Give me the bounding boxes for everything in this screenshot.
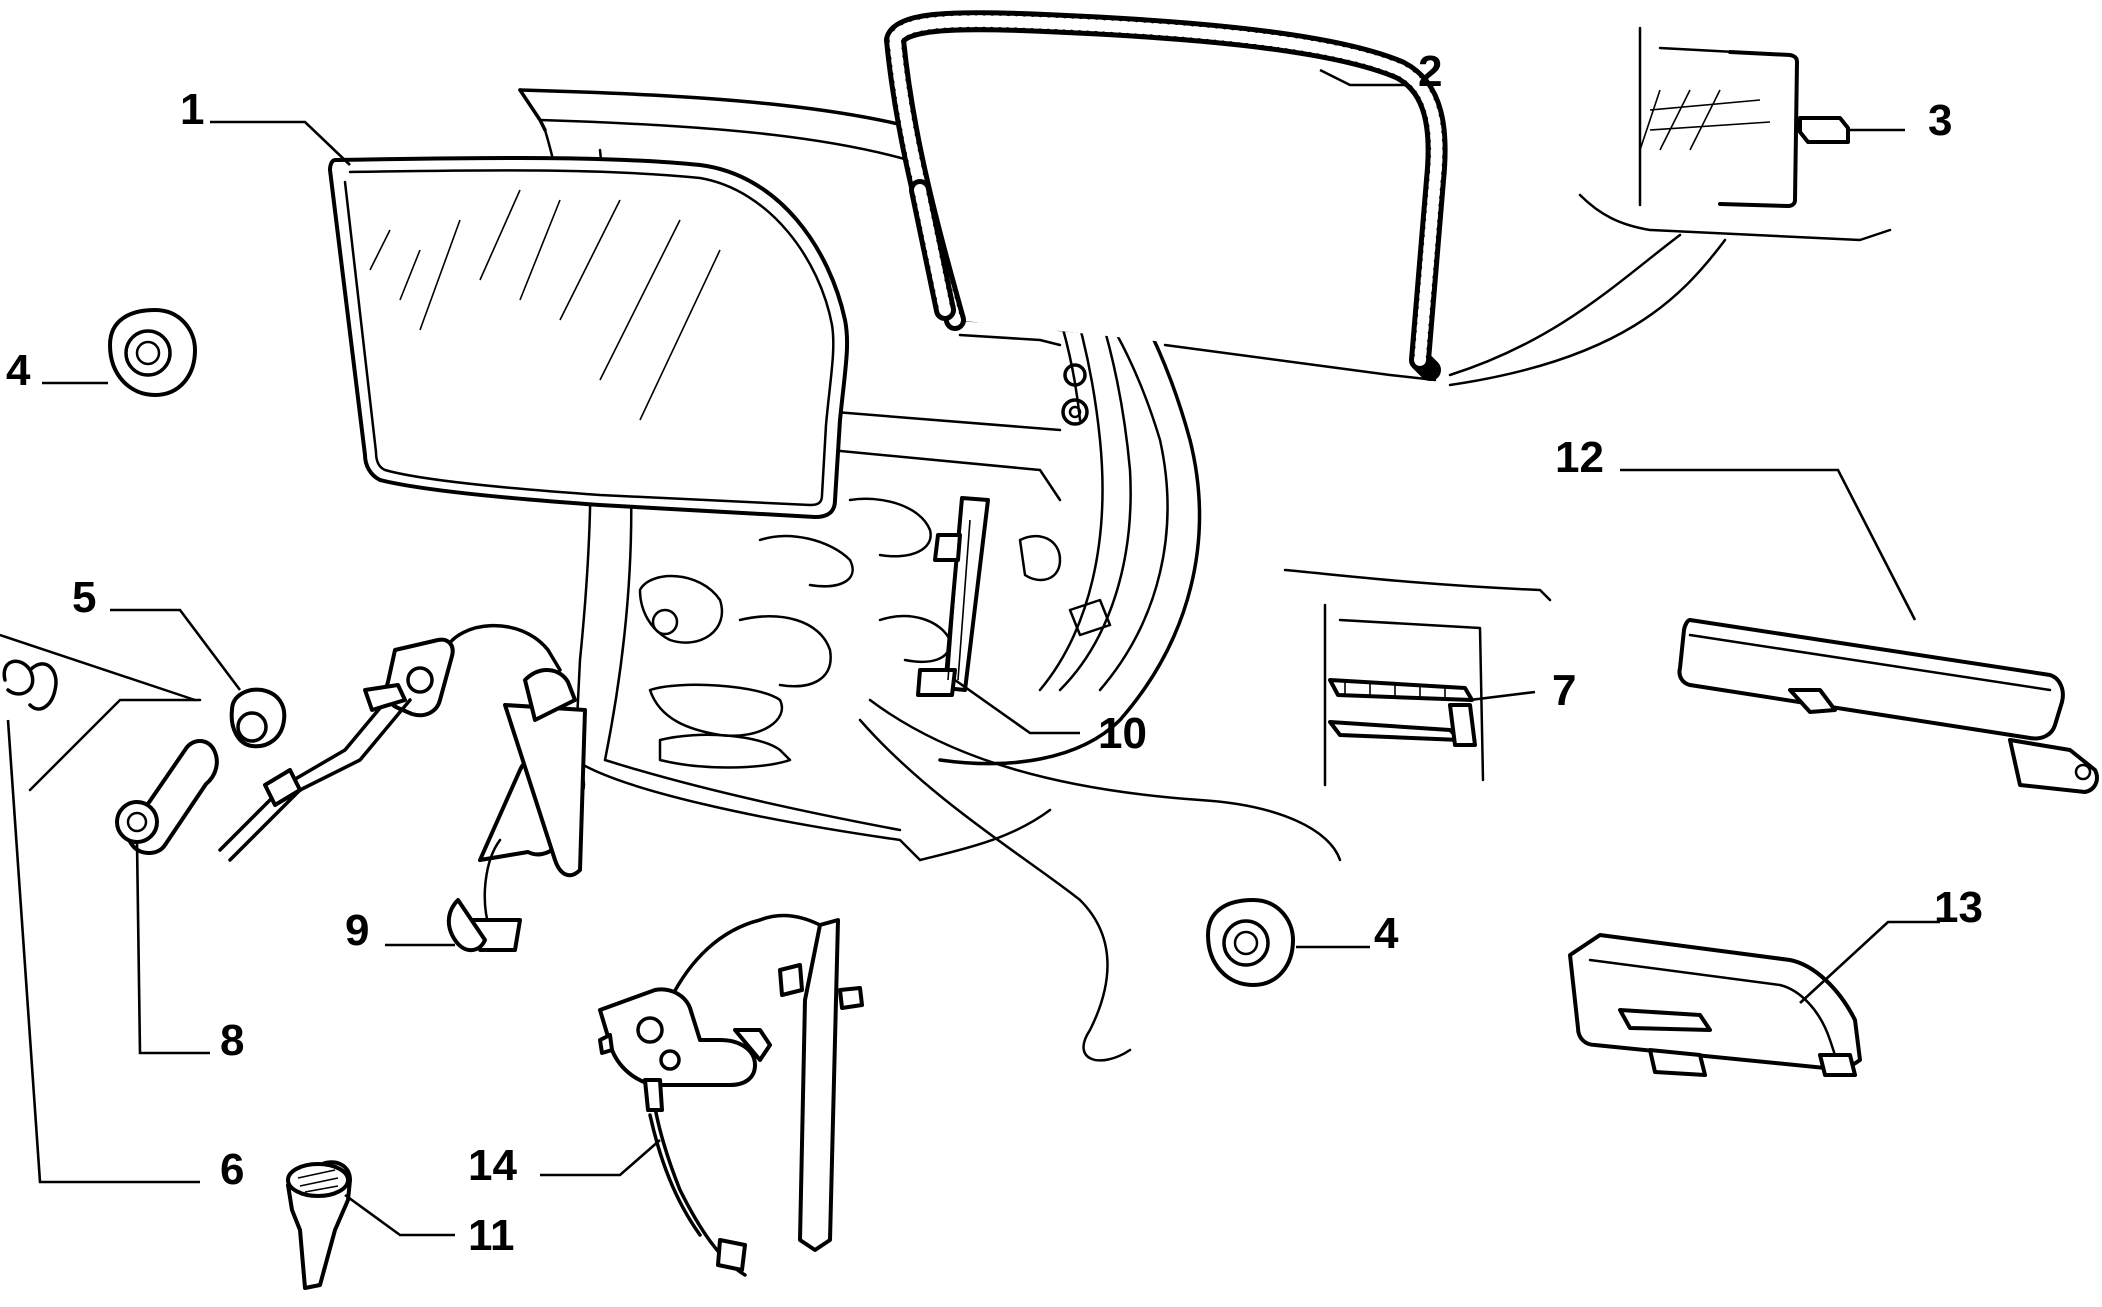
callout-9: 9: [345, 906, 369, 955]
leader-11: [344, 1193, 455, 1237]
callout-2: 2: [1418, 47, 1442, 96]
leader-1: [210, 120, 351, 166]
leader-14: [540, 1139, 661, 1177]
part-13-door-pocket: [1568, 933, 1862, 1077]
callout-4-lower: 4: [1374, 909, 1399, 958]
part-14-power-window-regulator: [598, 913, 864, 1277]
callout-5: 5: [72, 573, 96, 622]
leader-7: [1469, 690, 1536, 702]
leader-10: [954, 678, 1080, 735]
part-7-seal-strip-inset: [1283, 568, 1552, 787]
leader-5: [110, 608, 242, 691]
leader-13: [1799, 920, 1940, 1004]
leader-2: [1319, 68, 1405, 87]
part-4-nut-lower: [1206, 898, 1295, 987]
manual-window-regulator: [218, 623, 587, 953]
callout-labels: 1 2 3 4 4 5 6 7 8 9 10 11 12 13 14: [6, 47, 1983, 1260]
callout-6: 6: [220, 1145, 244, 1194]
part-8-window-crank: [115, 739, 219, 855]
callout-10: 10: [1098, 709, 1147, 758]
part-12-armrest: [1677, 618, 2099, 794]
part-2-door-seal: [884, 10, 1448, 381]
leader-6: [6, 719, 200, 1184]
leader-lines: [6, 68, 1940, 1237]
callout-11: 11: [468, 1211, 515, 1260]
callout-12: 12: [1555, 433, 1604, 482]
callout-7: 7: [1552, 666, 1576, 715]
callout-14: 14: [468, 1141, 517, 1190]
part-4-nut-upper: [108, 308, 197, 397]
leader-8: [135, 841, 210, 1055]
callout-1: 1: [180, 85, 204, 134]
part-10-glass-guide: [916, 496, 990, 697]
part-5-bushing: [229, 687, 287, 749]
part-11-lock-knob: [286, 1160, 352, 1290]
part-3-detail-inset: [1448, 26, 1892, 387]
callout-4-upper: 4: [6, 346, 31, 395]
leader-12: [1620, 468, 1917, 621]
part-6-spring-clip: [0, 633, 202, 792]
callout-3: 3: [1928, 96, 1952, 145]
part-1-window-glass: [328, 155, 850, 519]
callout-13: 13: [1934, 883, 1983, 932]
callout-8: 8: [220, 1016, 244, 1065]
